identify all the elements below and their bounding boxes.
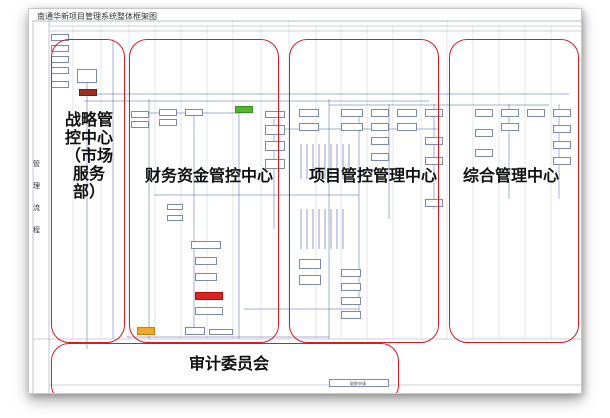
process-box (371, 137, 389, 145)
process-box (341, 109, 363, 117)
process-box (425, 199, 443, 207)
highlight-box-dark (79, 89, 97, 96)
process-box (371, 153, 389, 161)
process-box (299, 109, 319, 117)
process-box (265, 141, 285, 151)
group-general-outline (449, 39, 579, 343)
group-finance-outline (129, 39, 279, 343)
process-box (397, 123, 417, 131)
side-label-char-2: 理 (33, 182, 40, 190)
process-box (475, 149, 493, 157)
footer-box-label: 取款申请 (350, 381, 366, 386)
highlight-box-red (195, 292, 223, 300)
process-box (341, 311, 361, 319)
process-box (527, 109, 545, 117)
side-label-char-1: 管 (33, 160, 40, 168)
diagram-sheet: 南通华新项目管理系统整体框架图 (28, 8, 582, 394)
process-box (195, 273, 217, 281)
process-box (425, 157, 443, 165)
process-box (265, 111, 285, 118)
group-audit-outline (51, 343, 399, 393)
side-label-char-3: 流 (33, 204, 40, 212)
process-box (553, 109, 571, 117)
process-box (371, 109, 389, 117)
process-box (195, 257, 217, 265)
process-box (209, 329, 233, 335)
process-box (77, 69, 97, 83)
process-box (553, 157, 571, 165)
process-box (185, 327, 205, 335)
process-box (191, 241, 221, 249)
process-box (167, 215, 183, 221)
process-box (425, 109, 443, 117)
process-box (159, 109, 177, 116)
process-box (553, 125, 571, 133)
process-box (195, 307, 223, 315)
process-box (341, 283, 361, 291)
process-box (341, 123, 363, 131)
footer-box: 取款申请 (329, 379, 389, 387)
group-strategy-outline (51, 39, 125, 343)
side-label-char-4: 程 (33, 226, 40, 234)
group-label-strategy: 战略管控中心（市场服务部） (64, 110, 113, 201)
group-label-project: 项目管控管理中心 (309, 166, 438, 185)
process-box (501, 109, 519, 117)
process-box (299, 123, 319, 131)
process-box (397, 109, 417, 117)
process-box (475, 129, 493, 137)
process-box (425, 137, 443, 145)
highlight-box-green (235, 106, 253, 113)
process-box (265, 159, 285, 169)
process-box (475, 109, 493, 117)
document-title: 南通华新项目管理系统整体框架图 (37, 12, 157, 21)
group-label-audit: 审计委员会 (188, 354, 269, 373)
process-box (371, 123, 389, 131)
process-box (131, 111, 149, 118)
process-box (341, 297, 361, 305)
process-box (131, 121, 149, 128)
process-box (501, 123, 519, 131)
process-box (265, 125, 285, 135)
process-box (553, 141, 571, 149)
process-box (167, 204, 183, 210)
process-box (159, 119, 177, 126)
process-box (185, 109, 203, 116)
group-project-outline (289, 39, 439, 343)
process-box (341, 269, 361, 277)
process-box (299, 259, 321, 269)
process-box (299, 275, 321, 285)
group-label-finance: 财务资金管控中心 (145, 166, 274, 185)
group-label-general: 综合管理中心 (462, 166, 559, 185)
